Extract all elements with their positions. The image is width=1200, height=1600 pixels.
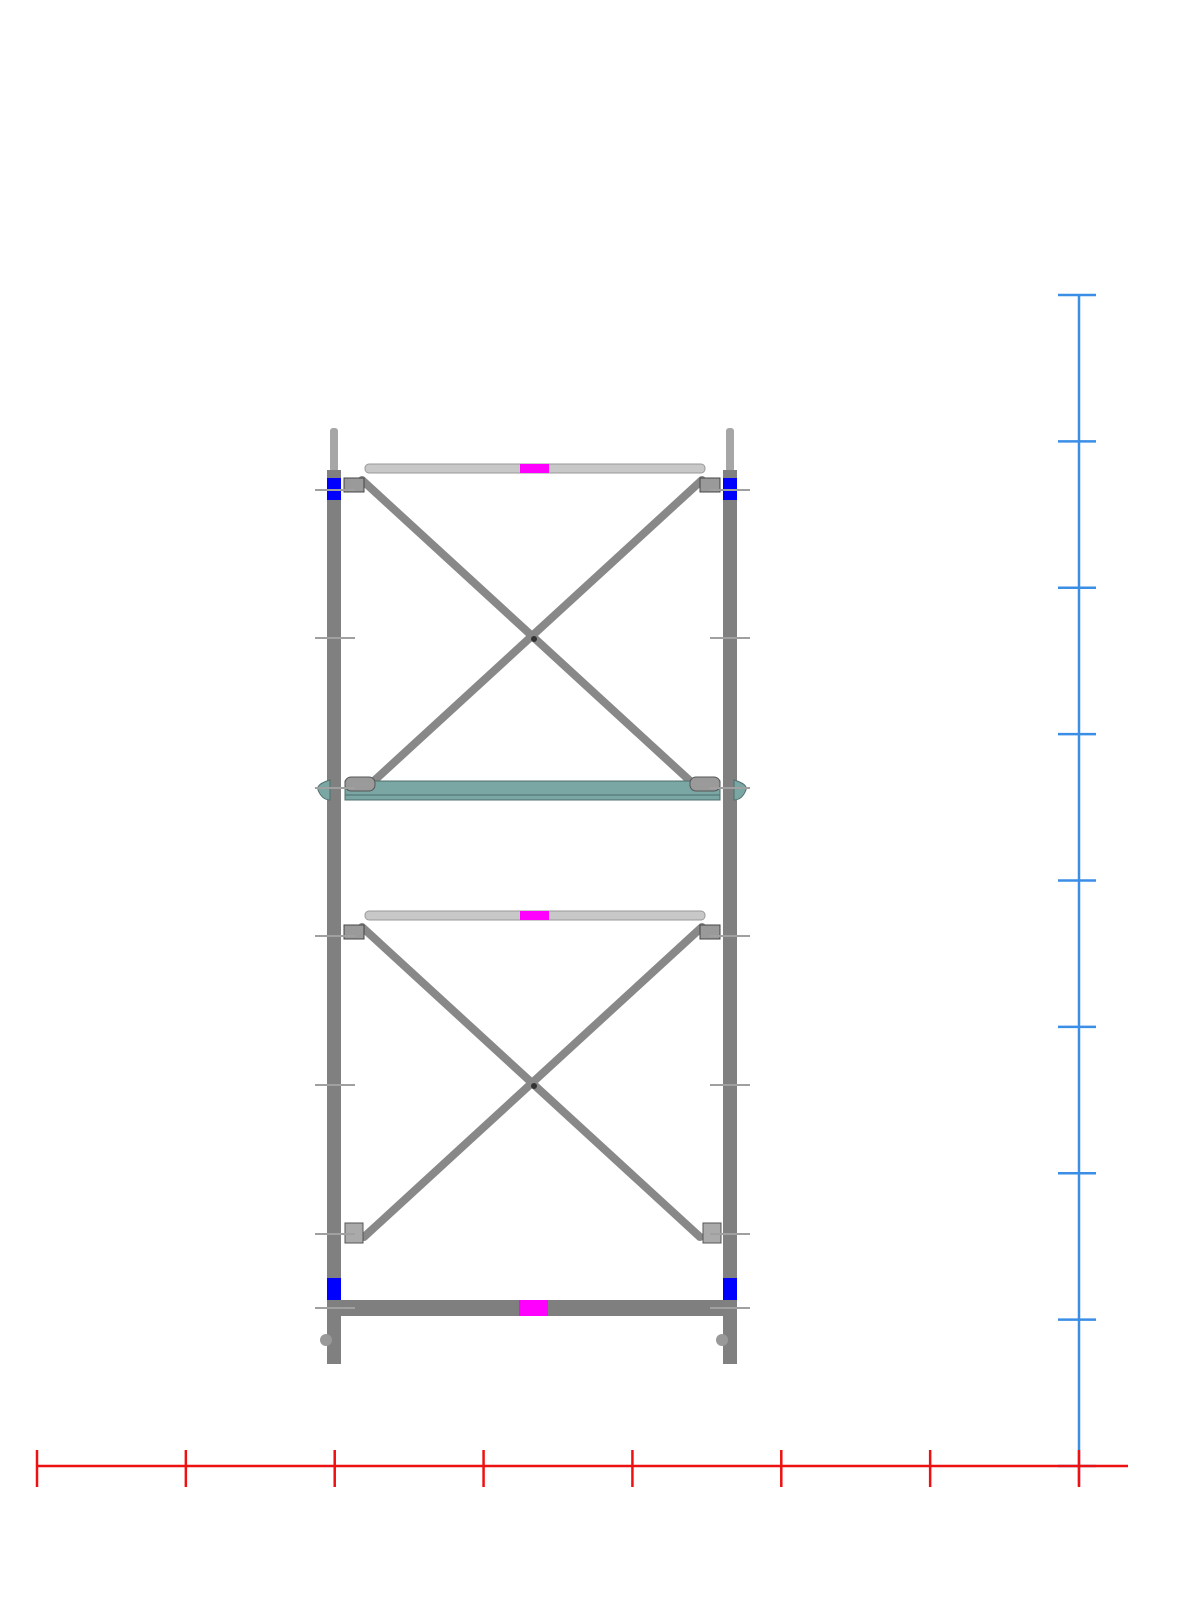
bottom-ledger-marker xyxy=(519,1300,548,1316)
left-post-spigot xyxy=(330,428,338,472)
top-right-clamp xyxy=(699,477,721,493)
horizontal-axis xyxy=(35,1450,1128,1487)
top-left-clamp xyxy=(343,477,365,493)
platform-hook-left xyxy=(317,779,331,801)
right-bottom-marker xyxy=(723,1278,737,1300)
lower-brace-2 xyxy=(360,923,706,1241)
left-post xyxy=(327,470,341,1364)
top-guardrail-marker xyxy=(520,464,549,473)
platform-hook-right xyxy=(733,779,747,801)
vertical-axis xyxy=(1058,293,1096,1486)
middle-guardrail-marker xyxy=(520,911,549,920)
lower-brace-pivot xyxy=(531,1083,537,1089)
right-post-spigot xyxy=(726,428,734,472)
right-base-pin xyxy=(716,1334,728,1346)
right-post xyxy=(723,470,737,1364)
left-bottom-marker xyxy=(327,1278,341,1300)
left-base-pin xyxy=(320,1334,332,1346)
platform-deck xyxy=(344,780,721,801)
upper-brace-pivot xyxy=(531,636,537,642)
upper-brace-2 xyxy=(360,476,706,794)
scaffold-frame xyxy=(315,428,750,1364)
post-notches xyxy=(315,489,750,1309)
